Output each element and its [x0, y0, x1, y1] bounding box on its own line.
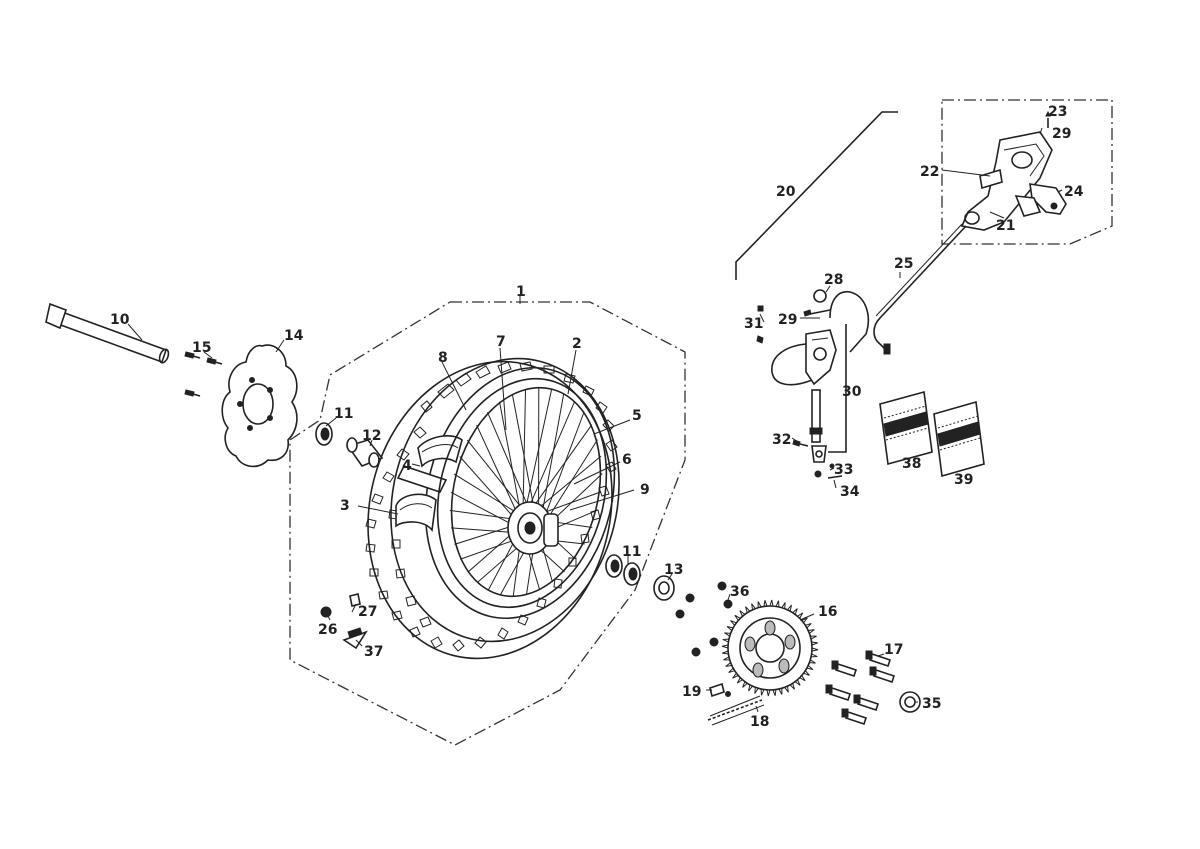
- callout-36: 36: [730, 584, 749, 600]
- callout-5: 5: [632, 408, 642, 424]
- callout-10: 10: [110, 312, 130, 328]
- callout-38: 38: [902, 456, 921, 472]
- axle: [46, 304, 170, 364]
- disc-bolts: [185, 352, 222, 396]
- bearing-left: [316, 423, 332, 445]
- callout-17: 17: [884, 642, 903, 658]
- sticker-right: [934, 402, 984, 476]
- callout-25: 25: [894, 256, 913, 272]
- brake-group-bracket: [736, 112, 898, 280]
- callout-8: 8: [438, 350, 448, 366]
- spokes: [450, 388, 602, 597]
- callout-12: 12: [362, 428, 381, 444]
- sprocket-tooth: [722, 645, 728, 648]
- callout-16: 16: [818, 604, 837, 620]
- master-cylinder: [806, 330, 836, 462]
- inner-tube: [418, 436, 462, 466]
- callout-3: 3: [340, 498, 350, 514]
- callout-29-master: 29: [778, 312, 797, 328]
- callout-7: 7: [496, 334, 506, 350]
- callout-23: 23: [1048, 104, 1067, 120]
- sprocket-tooth: [812, 648, 818, 651]
- sprocket-tooth: [770, 600, 773, 606]
- callout-33: 33: [834, 462, 853, 478]
- callout-30: 30: [842, 384, 862, 400]
- sticker-left: [880, 392, 932, 464]
- callout-14: 14: [284, 328, 304, 344]
- brake-hose: [874, 224, 966, 354]
- callout-37: 37: [364, 644, 383, 660]
- callout-28: 28: [824, 272, 843, 288]
- callout-31: 31: [744, 316, 763, 332]
- sprocket-nuts: [676, 582, 732, 656]
- rear-sprocket: [722, 600, 818, 696]
- callout-11-left: 11: [334, 406, 353, 422]
- chain-link: [710, 684, 731, 697]
- callout-22: 22: [920, 164, 939, 180]
- brake-disc: [222, 345, 297, 466]
- callout-13: 13: [664, 562, 683, 578]
- sprocket-tooth: [767, 690, 770, 696]
- callout-15: 15: [192, 340, 211, 356]
- sprocket-spacer: [654, 576, 674, 600]
- callout-19: 19: [682, 684, 701, 700]
- callout-24: 24: [1064, 184, 1084, 200]
- callout-35: 35: [922, 696, 941, 712]
- callout-26: 26: [318, 622, 337, 638]
- callout-39: 39: [954, 472, 973, 488]
- callout-27: 27: [358, 604, 377, 620]
- sprocket-bolts: [826, 651, 894, 724]
- callout-29-caliper: 29: [1052, 126, 1071, 142]
- callout-34: 34: [840, 484, 860, 500]
- callout-2: 2: [572, 336, 582, 352]
- callout-32: 32: [772, 432, 791, 448]
- callout-1: 1: [516, 284, 526, 300]
- valve-parts: [321, 594, 366, 648]
- callout-18: 18: [750, 714, 769, 730]
- brake-caliper: [962, 132, 1052, 230]
- tube-section: [396, 494, 436, 530]
- callout-9: 9: [640, 482, 650, 498]
- callout-20: 20: [776, 184, 796, 200]
- callout-6: 6: [622, 452, 632, 468]
- callout-4: 4: [402, 458, 412, 474]
- callout-21: 21: [996, 218, 1015, 234]
- callout-11-right: 11: [622, 544, 641, 560]
